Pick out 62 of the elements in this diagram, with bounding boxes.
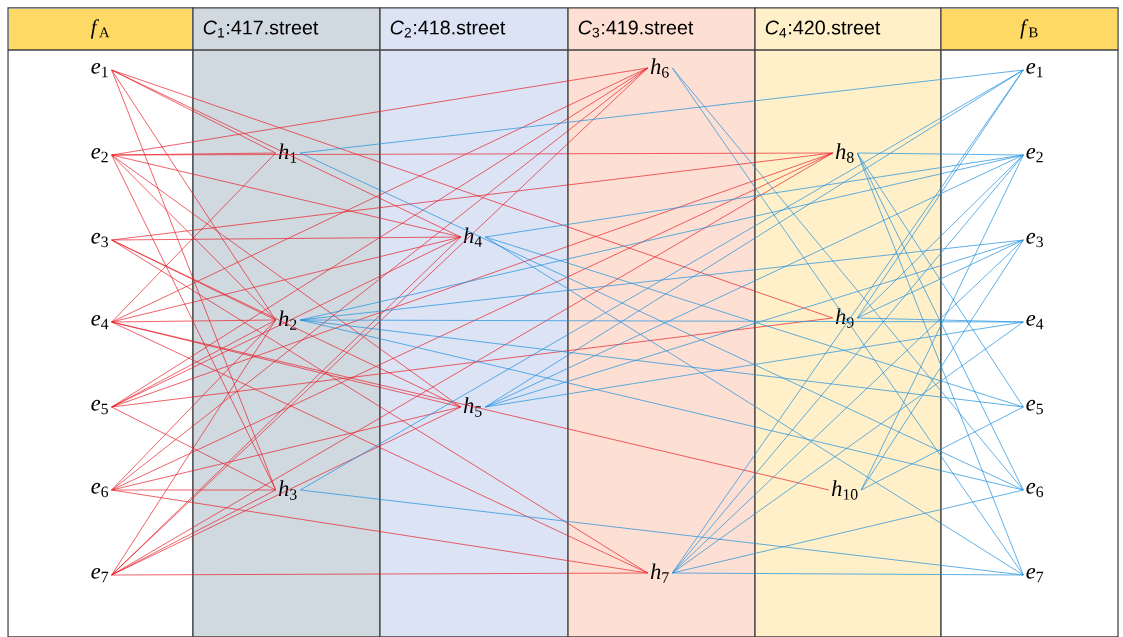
connector-line bbox=[111, 572, 649, 576]
connector-line bbox=[856, 152, 1024, 408]
connector-line bbox=[860, 406, 1024, 491]
element-label: e$_{1}$ bbox=[1026, 62, 1043, 78]
element-label: e$_{7}$ bbox=[1026, 567, 1044, 583]
connector-line bbox=[856, 154, 1024, 319]
connector-line bbox=[299, 152, 1024, 491]
connector-line bbox=[111, 67, 649, 323]
connector-line bbox=[111, 406, 277, 491]
connector-line bbox=[671, 572, 1024, 576]
connector-line bbox=[856, 239, 1024, 319]
connector-line bbox=[111, 67, 649, 576]
element-label: e$_{6}$ bbox=[1026, 482, 1044, 498]
hub-label: h$_{10}$ bbox=[831, 480, 858, 500]
element-label: e$_{1}$ bbox=[91, 62, 108, 78]
connector-line bbox=[111, 69, 834, 319]
connector-line bbox=[484, 69, 1024, 408]
connector-line bbox=[111, 69, 462, 238]
connector-line bbox=[299, 69, 1024, 154]
connector-line bbox=[111, 321, 649, 574]
hub-label: h$_{7}$ bbox=[650, 563, 669, 583]
connector-line bbox=[111, 321, 830, 491]
element-label: e$_{2}$ bbox=[1026, 147, 1043, 163]
element-label: e$_{4}$ bbox=[91, 314, 109, 330]
element-label: e$_{5}$ bbox=[91, 399, 108, 415]
hub-label: h$_{4}$ bbox=[463, 227, 482, 247]
connector-line bbox=[484, 154, 1024, 408]
connector-line bbox=[671, 67, 1024, 491]
connector-line bbox=[111, 317, 834, 408]
element-label: e$_{6}$ bbox=[91, 482, 109, 498]
connector-line bbox=[856, 317, 1024, 323]
connector-line bbox=[671, 239, 1024, 574]
connector-line bbox=[856, 152, 1024, 576]
hub-label: h$_{8}$ bbox=[835, 143, 854, 163]
connector-line bbox=[111, 152, 834, 156]
element-label: e$_{7}$ bbox=[91, 567, 109, 583]
connector-line bbox=[111, 236, 462, 241]
connector-line bbox=[111, 154, 277, 491]
connector-line bbox=[299, 319, 1024, 491]
element-label: e$_{5}$ bbox=[1026, 399, 1043, 415]
element-label: e$_{3}$ bbox=[1026, 232, 1043, 248]
connector-line bbox=[671, 321, 1024, 574]
hub-label: h$_{2}$ bbox=[278, 310, 297, 330]
connector-line bbox=[111, 152, 834, 491]
hub-label: h$_{5}$ bbox=[463, 397, 482, 417]
connector-line bbox=[111, 152, 834, 241]
connector-line bbox=[299, 239, 1024, 321]
connector-line bbox=[111, 406, 462, 491]
connector-line bbox=[860, 239, 1024, 491]
connector-line bbox=[484, 236, 1024, 576]
connector-line bbox=[111, 154, 462, 408]
element-label: e$_{4}$ bbox=[1026, 314, 1044, 330]
connector-line bbox=[111, 406, 462, 576]
connector-line bbox=[856, 152, 1024, 156]
hub-label: h$_{6}$ bbox=[650, 58, 669, 78]
connector-line bbox=[111, 319, 277, 491]
connector-line bbox=[111, 319, 277, 576]
element-label: e$_{3}$ bbox=[91, 232, 108, 248]
connector-line bbox=[111, 236, 462, 323]
hub-label: h$_{3}$ bbox=[278, 480, 297, 500]
connector-line bbox=[856, 69, 1024, 319]
element-label: e$_{2}$ bbox=[91, 147, 108, 163]
